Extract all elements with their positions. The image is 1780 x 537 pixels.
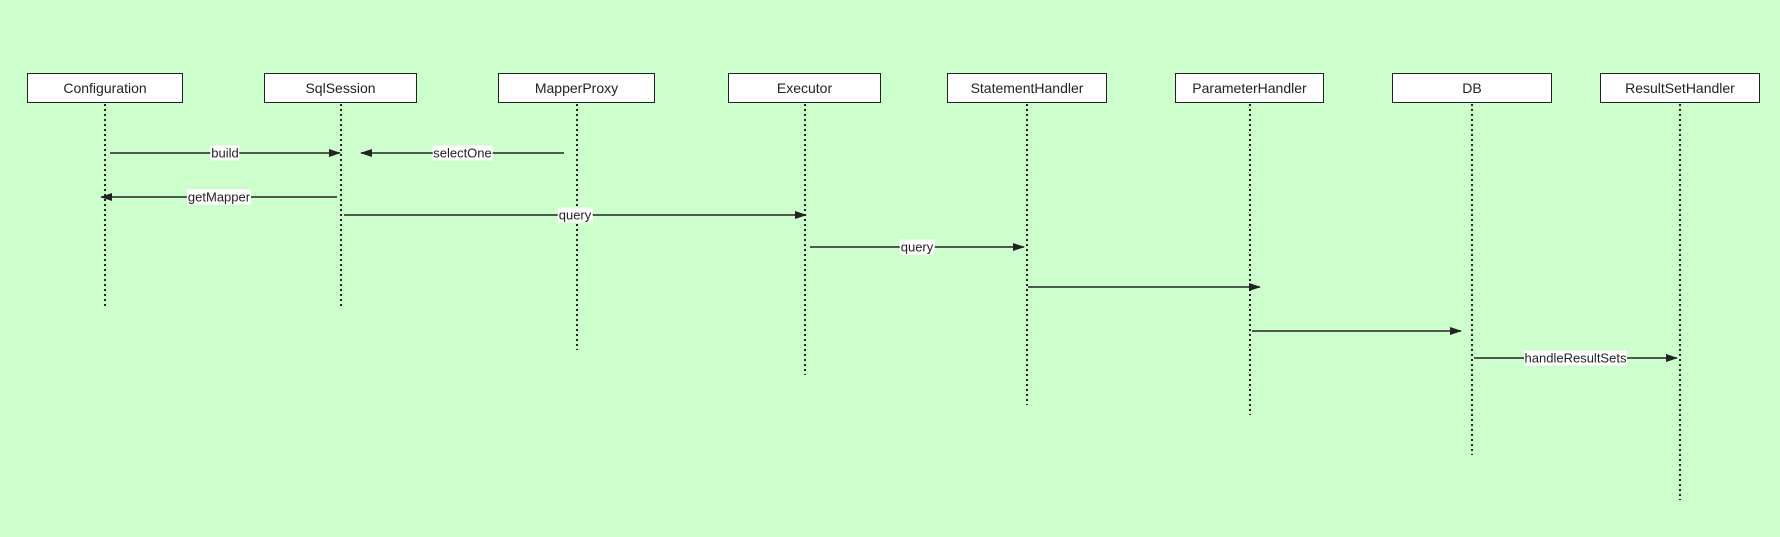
actor-mapperproxy: MapperProxy [498,73,655,103]
actor-parameterhandler: ParameterHandler [1175,73,1324,103]
message-label-query-executor: query [557,207,593,223]
actor-statementhandler: StatementHandler [947,73,1107,103]
message-label-getmapper: getMapper [186,189,252,205]
message-label-build: build [210,145,240,161]
message-label-query-statementhandler: query [899,239,935,255]
message-label-handleresultsets: handleResultSets [1523,350,1628,366]
message-label-selectone: selectOne [432,145,493,161]
actor-db: DB [1392,73,1552,103]
actor-sqlsession: SqlSession [264,73,417,103]
actor-configuration: Configuration [27,73,183,103]
actor-resultsethandler: ResultSetHandler [1600,73,1760,103]
actor-executor: Executor [728,73,881,103]
